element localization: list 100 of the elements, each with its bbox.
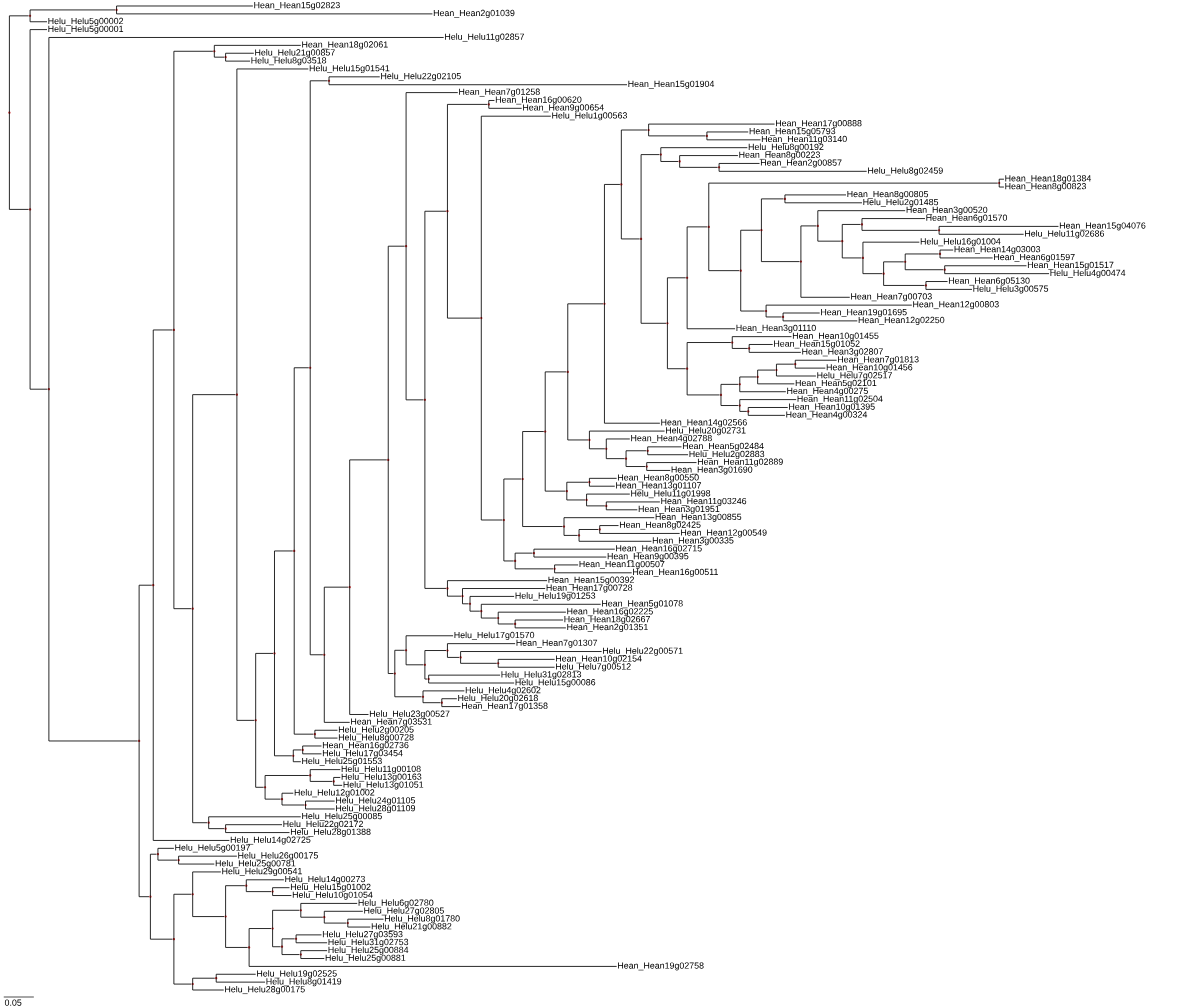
- branch-point: [841, 240, 844, 243]
- tree-branch: [739, 383, 787, 393]
- tree-branch: [648, 123, 775, 131]
- tree-branch: [328, 76, 381, 82]
- tree-branch: [314, 733, 338, 739]
- branch-point: [566, 370, 569, 373]
- branch-point: [332, 780, 335, 783]
- branch-point: [271, 927, 274, 930]
- tree-branch: [554, 564, 579, 570]
- tree-branch: [405, 635, 454, 651]
- leaf-label: Hean_Hean3g00520: [906, 206, 988, 215]
- tree-branch: [925, 285, 973, 290]
- leaf-label: Hean_Hean7g00703: [851, 293, 932, 302]
- leaf-label: Helu_Helu25g00781: [215, 859, 296, 869]
- tree-branch: [387, 459, 394, 674]
- leaf-label: Hean_Hean18g02667: [564, 616, 650, 624]
- leaf-label: Hean_Hean10g01456: [826, 364, 913, 373]
- leaf-label: Hean_Hean16g02736: [322, 741, 409, 750]
- tree-branch: [488, 100, 495, 105]
- tree-branch: [648, 129, 706, 137]
- leaf-label: Helu_Helu4g02602: [465, 686, 541, 695]
- tree-branch: [394, 649, 406, 674]
- tree-branch: [938, 226, 1059, 231]
- leaf-label: Helu_Helu17g03454: [322, 749, 403, 758]
- leaf-label: Helu_Helu31g02813: [501, 671, 582, 680]
- leaf-label: Helu_Helu28g01109: [336, 804, 416, 814]
- tree-branch: [563, 517, 655, 527]
- tree-branch: [640, 154, 660, 240]
- branch-point: [666, 322, 669, 325]
- tree-branch: [305, 800, 336, 806]
- tree-branch: [447, 580, 548, 589]
- leaf-label: Helu_Helu27g02805: [364, 907, 444, 916]
- leaf-label: Helu_Helu4g00474: [1050, 269, 1126, 278]
- tree-branch: [138, 740, 150, 898]
- tree-branch: [514, 619, 564, 625]
- tree-branch: [480, 610, 498, 619]
- leaf-label: Hean_Hean12g00549: [681, 529, 767, 538]
- branch-point: [598, 528, 601, 531]
- tree-branch: [765, 310, 783, 318]
- leaf-label: Hean_Hean14g03003: [954, 246, 1041, 255]
- tree-branch: [578, 535, 652, 542]
- leaf-label: Hean_Hean15g05793: [749, 127, 836, 136]
- tree-branch: [817, 210, 906, 227]
- tree-branch: [514, 623, 567, 629]
- tree-branch: [533, 552, 607, 558]
- tree-branch: [208, 822, 225, 830]
- leaf-label: Helu_Helu28g01388: [290, 828, 371, 837]
- leaf-label: Helu_Helu8g01780: [384, 915, 460, 924]
- tree-branch: [152, 584, 230, 841]
- tree-branch: [776, 363, 795, 371]
- branch-point: [620, 183, 623, 186]
- tree-branch: [554, 568, 633, 574]
- scale-bar: 0.05: [3, 996, 35, 1006]
- leaf-label: Hean_Hean14g02566: [661, 419, 747, 428]
- branch-point: [387, 458, 390, 461]
- leaf-label: Hean_Hean6g01570: [926, 214, 1008, 223]
- tree-branch: [405, 92, 459, 247]
- branch-point: [446, 649, 449, 652]
- tree-branch: [566, 481, 589, 492]
- tree-branch: [514, 560, 554, 570]
- tree-branch: [761, 198, 784, 231]
- branch-point: [292, 754, 295, 757]
- tree-branch: [740, 270, 766, 312]
- leaf-label: Helu_Helu3g00575: [973, 285, 1049, 294]
- tree-branch: [152, 329, 173, 586]
- leaf-label: Helu_Helu25g01553: [302, 757, 382, 766]
- tree-branch: [640, 238, 667, 324]
- tree-branch: [514, 552, 533, 562]
- branch-point: [738, 404, 741, 407]
- tree-branch: [625, 450, 647, 460]
- tree-branch: [192, 983, 225, 991]
- leaf-label: Hean_Hean3g02807: [802, 348, 883, 357]
- leaf-label: Helu_Helu19g01253: [515, 592, 596, 601]
- tree-branch: [469, 596, 515, 605]
- branch-point: [738, 383, 741, 386]
- tree-branch: [817, 225, 842, 242]
- tree-branch: [424, 650, 447, 666]
- tree-branch: [293, 550, 314, 735]
- tree-branch: [679, 155, 739, 162]
- leaf-label: Hean_Hean10g02154: [556, 655, 642, 664]
- tree-branch: [761, 229, 800, 263]
- tree-branch: [173, 329, 192, 610]
- leaf-label: Helu_Helu11g02686: [1025, 230, 1105, 239]
- leaf-label: Hean_Hean7g01307: [516, 639, 598, 648]
- leaf-label: Helu_Helu11g00108: [341, 765, 421, 774]
- branch-point: [794, 363, 797, 366]
- leaf-label: Helu_Helu8g02459: [868, 167, 943, 176]
- branch-point: [273, 652, 276, 655]
- tree-branch: [708, 182, 999, 228]
- leaf-label: Helu_Helu1g00563: [552, 112, 627, 121]
- branch-point: [603, 302, 606, 305]
- tree-branch: [333, 777, 341, 782]
- leaf-label: Helu_Helu12g01002: [294, 789, 375, 798]
- tree-branch: [116, 9, 433, 15]
- branch-point: [647, 128, 650, 132]
- tree-branch: [300, 903, 358, 911]
- leaf-label: Hean_Hean12g02250: [858, 316, 945, 325]
- leaf-label: Hean_Hean8g00805: [847, 190, 929, 199]
- tree-branch: [424, 399, 447, 589]
- leaf-label: Helu_Helu15g00086: [515, 678, 596, 688]
